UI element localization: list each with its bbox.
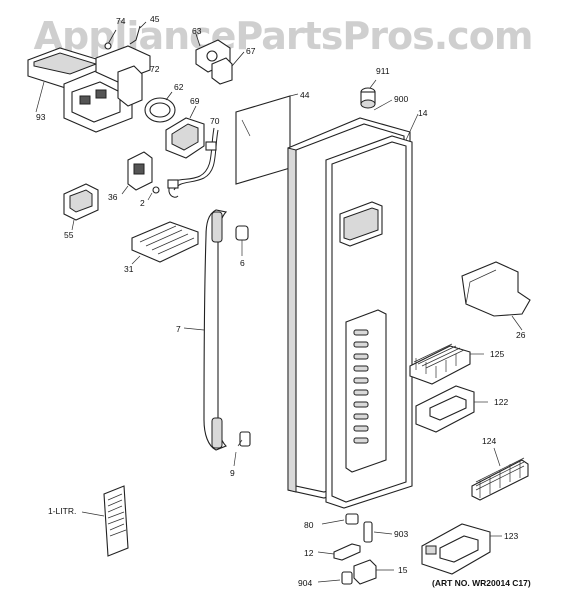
screw-part-9 bbox=[233, 431, 251, 467]
label-903: 903 bbox=[394, 529, 408, 539]
label-72: 72 bbox=[150, 64, 160, 74]
tube-part-903 bbox=[363, 521, 393, 543]
bracket-part-72 bbox=[117, 65, 143, 107]
label-6: 6 bbox=[240, 258, 245, 268]
label-44: 44 bbox=[300, 90, 310, 100]
bracket-part-55 bbox=[63, 183, 99, 231]
label-70: 70 bbox=[210, 116, 220, 126]
label-123: 123 bbox=[504, 531, 518, 541]
dispenser-pad-part-31 bbox=[131, 221, 199, 265]
label-12: 12 bbox=[304, 548, 314, 558]
door-handle-part-7 bbox=[183, 209, 228, 451]
label-62: 62 bbox=[174, 82, 184, 92]
plug-part-6 bbox=[235, 225, 249, 256]
label-69: 69 bbox=[190, 96, 200, 106]
label-904: 904 bbox=[298, 578, 312, 588]
dispenser-vent-slats bbox=[353, 329, 369, 444]
label-125: 125 bbox=[490, 349, 504, 359]
label-74: 74 bbox=[116, 16, 126, 26]
cap-part-911 bbox=[360, 79, 377, 109]
label-9: 9 bbox=[230, 468, 235, 478]
switch-part-36 bbox=[121, 151, 153, 195]
duct-door-part-62 bbox=[144, 91, 176, 123]
label-80: 80 bbox=[304, 520, 314, 530]
callout-labels: 74 45 63 67 72 62 93 69 70 44 911 900 14… bbox=[36, 14, 526, 588]
bracket-part-67 bbox=[211, 51, 245, 85]
wire-shelf-part-124 bbox=[471, 447, 529, 501]
label-122: 122 bbox=[494, 397, 508, 407]
label-911: 911 bbox=[376, 66, 390, 76]
label-45: 45 bbox=[150, 14, 160, 24]
label-1-litr: 1-LITR. bbox=[48, 506, 76, 516]
label-63: 63 bbox=[192, 26, 202, 36]
bin-part-26 bbox=[461, 261, 531, 331]
label-55: 55 bbox=[64, 230, 74, 240]
label-26: 26 bbox=[516, 330, 526, 340]
label-93: 93 bbox=[36, 112, 46, 122]
block-part-15 bbox=[353, 559, 394, 585]
label-2: 2 bbox=[140, 198, 145, 208]
bin-part-123 bbox=[421, 523, 502, 575]
label-900: 900 bbox=[394, 94, 408, 104]
switch-part-74 bbox=[104, 29, 117, 50]
literature-part-1-litr bbox=[81, 485, 129, 557]
screw-part-2 bbox=[147, 186, 160, 201]
label-14: 14 bbox=[418, 108, 428, 118]
wire-shelf-part-125 bbox=[409, 343, 484, 385]
bin-part-122 bbox=[415, 385, 488, 433]
clip-part-12 bbox=[317, 543, 361, 561]
label-15: 15 bbox=[398, 565, 408, 575]
guide-part-904 bbox=[317, 571, 353, 585]
plug-part-80 bbox=[321, 513, 359, 525]
label-124: 124 bbox=[482, 436, 496, 446]
label-7: 7 bbox=[176, 324, 181, 334]
art-number: (ART NO. WR20014 C17) bbox=[432, 578, 531, 588]
clip-part-45 bbox=[129, 21, 147, 45]
wire-harness-part-70 bbox=[167, 127, 219, 198]
label-67: 67 bbox=[246, 46, 256, 56]
actuator-part-69 bbox=[165, 105, 205, 159]
door-liner-part-14 bbox=[325, 113, 419, 509]
label-31: 31 bbox=[124, 264, 134, 274]
label-36: 36 bbox=[108, 192, 118, 202]
